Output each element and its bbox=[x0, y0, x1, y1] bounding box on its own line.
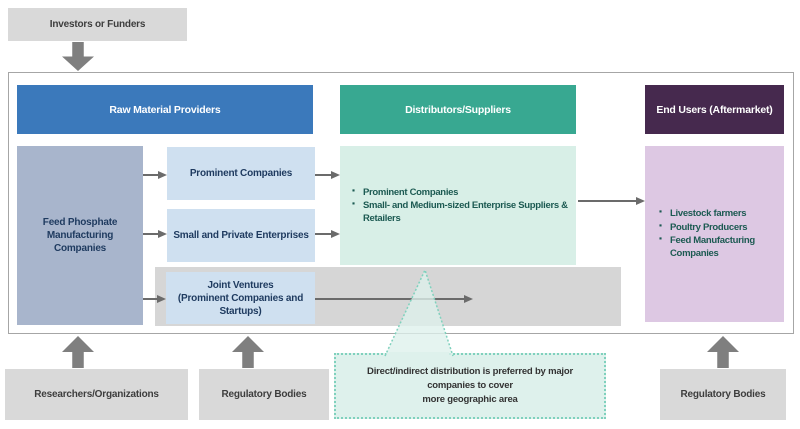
arrow-right-icon bbox=[143, 229, 167, 238]
callout-line2: more geographic area bbox=[422, 394, 518, 406]
header-distributors-suppliers: Distributors/Suppliers bbox=[340, 85, 576, 134]
arrow-right-icon bbox=[315, 170, 340, 179]
prominent-companies-box: Prominent Companies bbox=[167, 147, 315, 200]
researchers-organizations-box: Researchers/Organizations bbox=[5, 369, 188, 420]
arrow-right-icon bbox=[143, 170, 167, 179]
regulatory-bodies-right-label: Regulatory Bodies bbox=[680, 389, 766, 400]
joint-ventures-line1: Joint Ventures bbox=[207, 279, 274, 291]
distributors-list: Prominent Companies Small- and Medium-si… bbox=[352, 185, 568, 226]
arrow-right-icon bbox=[143, 294, 166, 303]
manufacturer-line1: Feed Phosphate bbox=[42, 217, 118, 228]
header-raw-material-label: Raw Material Providers bbox=[109, 103, 221, 116]
arrow-right-icon bbox=[315, 294, 473, 303]
feed-phosphate-manufacturers-box: Feed Phosphate Manufacturing Companies bbox=[17, 146, 143, 325]
callout-line1: Direct/indirect distribution is preferre… bbox=[367, 365, 573, 391]
header-end-users-label: End Users (Aftermarket) bbox=[656, 103, 773, 116]
arrow-right-icon bbox=[315, 229, 340, 238]
small-private-enterprises-box: Small and Private Enterprises bbox=[167, 209, 315, 262]
small-private-enterprises-label: Small and Private Enterprises bbox=[173, 230, 309, 241]
prominent-companies-label: Prominent Companies bbox=[189, 168, 293, 179]
header-raw-material-providers: Raw Material Providers bbox=[17, 85, 313, 134]
header-end-users: End Users (Aftermarket) bbox=[645, 85, 784, 134]
manufacturer-line2: Manufacturing Companies bbox=[46, 230, 114, 254]
regulatory-bodies-right-box: Regulatory Bodies bbox=[660, 369, 786, 420]
distributors-box: Prominent Companies Small- and Medium-si… bbox=[340, 146, 576, 265]
regulatory-bodies-left-label: Regulatory Bodies bbox=[221, 389, 307, 400]
callout-pointer-icon bbox=[384, 267, 454, 357]
arrow-right-icon bbox=[578, 196, 645, 205]
end-users-box: Livestock farmers Poultry Producers Feed… bbox=[645, 146, 784, 322]
arrow-down-icon bbox=[62, 42, 94, 71]
joint-ventures-line3: Startups) bbox=[219, 305, 262, 317]
list-item: Small- and Medium-sized Enterprise Suppl… bbox=[352, 198, 568, 226]
list-item: Prominent Companies bbox=[352, 185, 568, 199]
list-item: Poultry Producers bbox=[659, 220, 778, 234]
researchers-organizations-label: Researchers/Organizations bbox=[34, 389, 159, 400]
joint-ventures-box: Joint Ventures (Prominent Companies and … bbox=[166, 272, 315, 324]
arrow-up-icon bbox=[707, 336, 739, 368]
header-distributors-label: Distributors/Suppliers bbox=[405, 103, 511, 116]
callout-box: Direct/indirect distribution is preferre… bbox=[334, 353, 606, 419]
end-users-list: Livestock farmers Poultry Producers Feed… bbox=[659, 206, 778, 261]
arrow-up-icon bbox=[232, 336, 264, 368]
joint-ventures-line2: (Prominent Companies and bbox=[177, 292, 304, 304]
investors-label: Investors or Funders bbox=[49, 19, 146, 30]
list-item: Livestock farmers bbox=[659, 206, 778, 220]
investors-box: Investors or Funders bbox=[8, 8, 187, 41]
regulatory-bodies-left-box: Regulatory Bodies bbox=[199, 369, 329, 420]
list-item: Feed Manufacturing Companies bbox=[659, 233, 778, 261]
arrow-up-icon bbox=[62, 336, 94, 368]
